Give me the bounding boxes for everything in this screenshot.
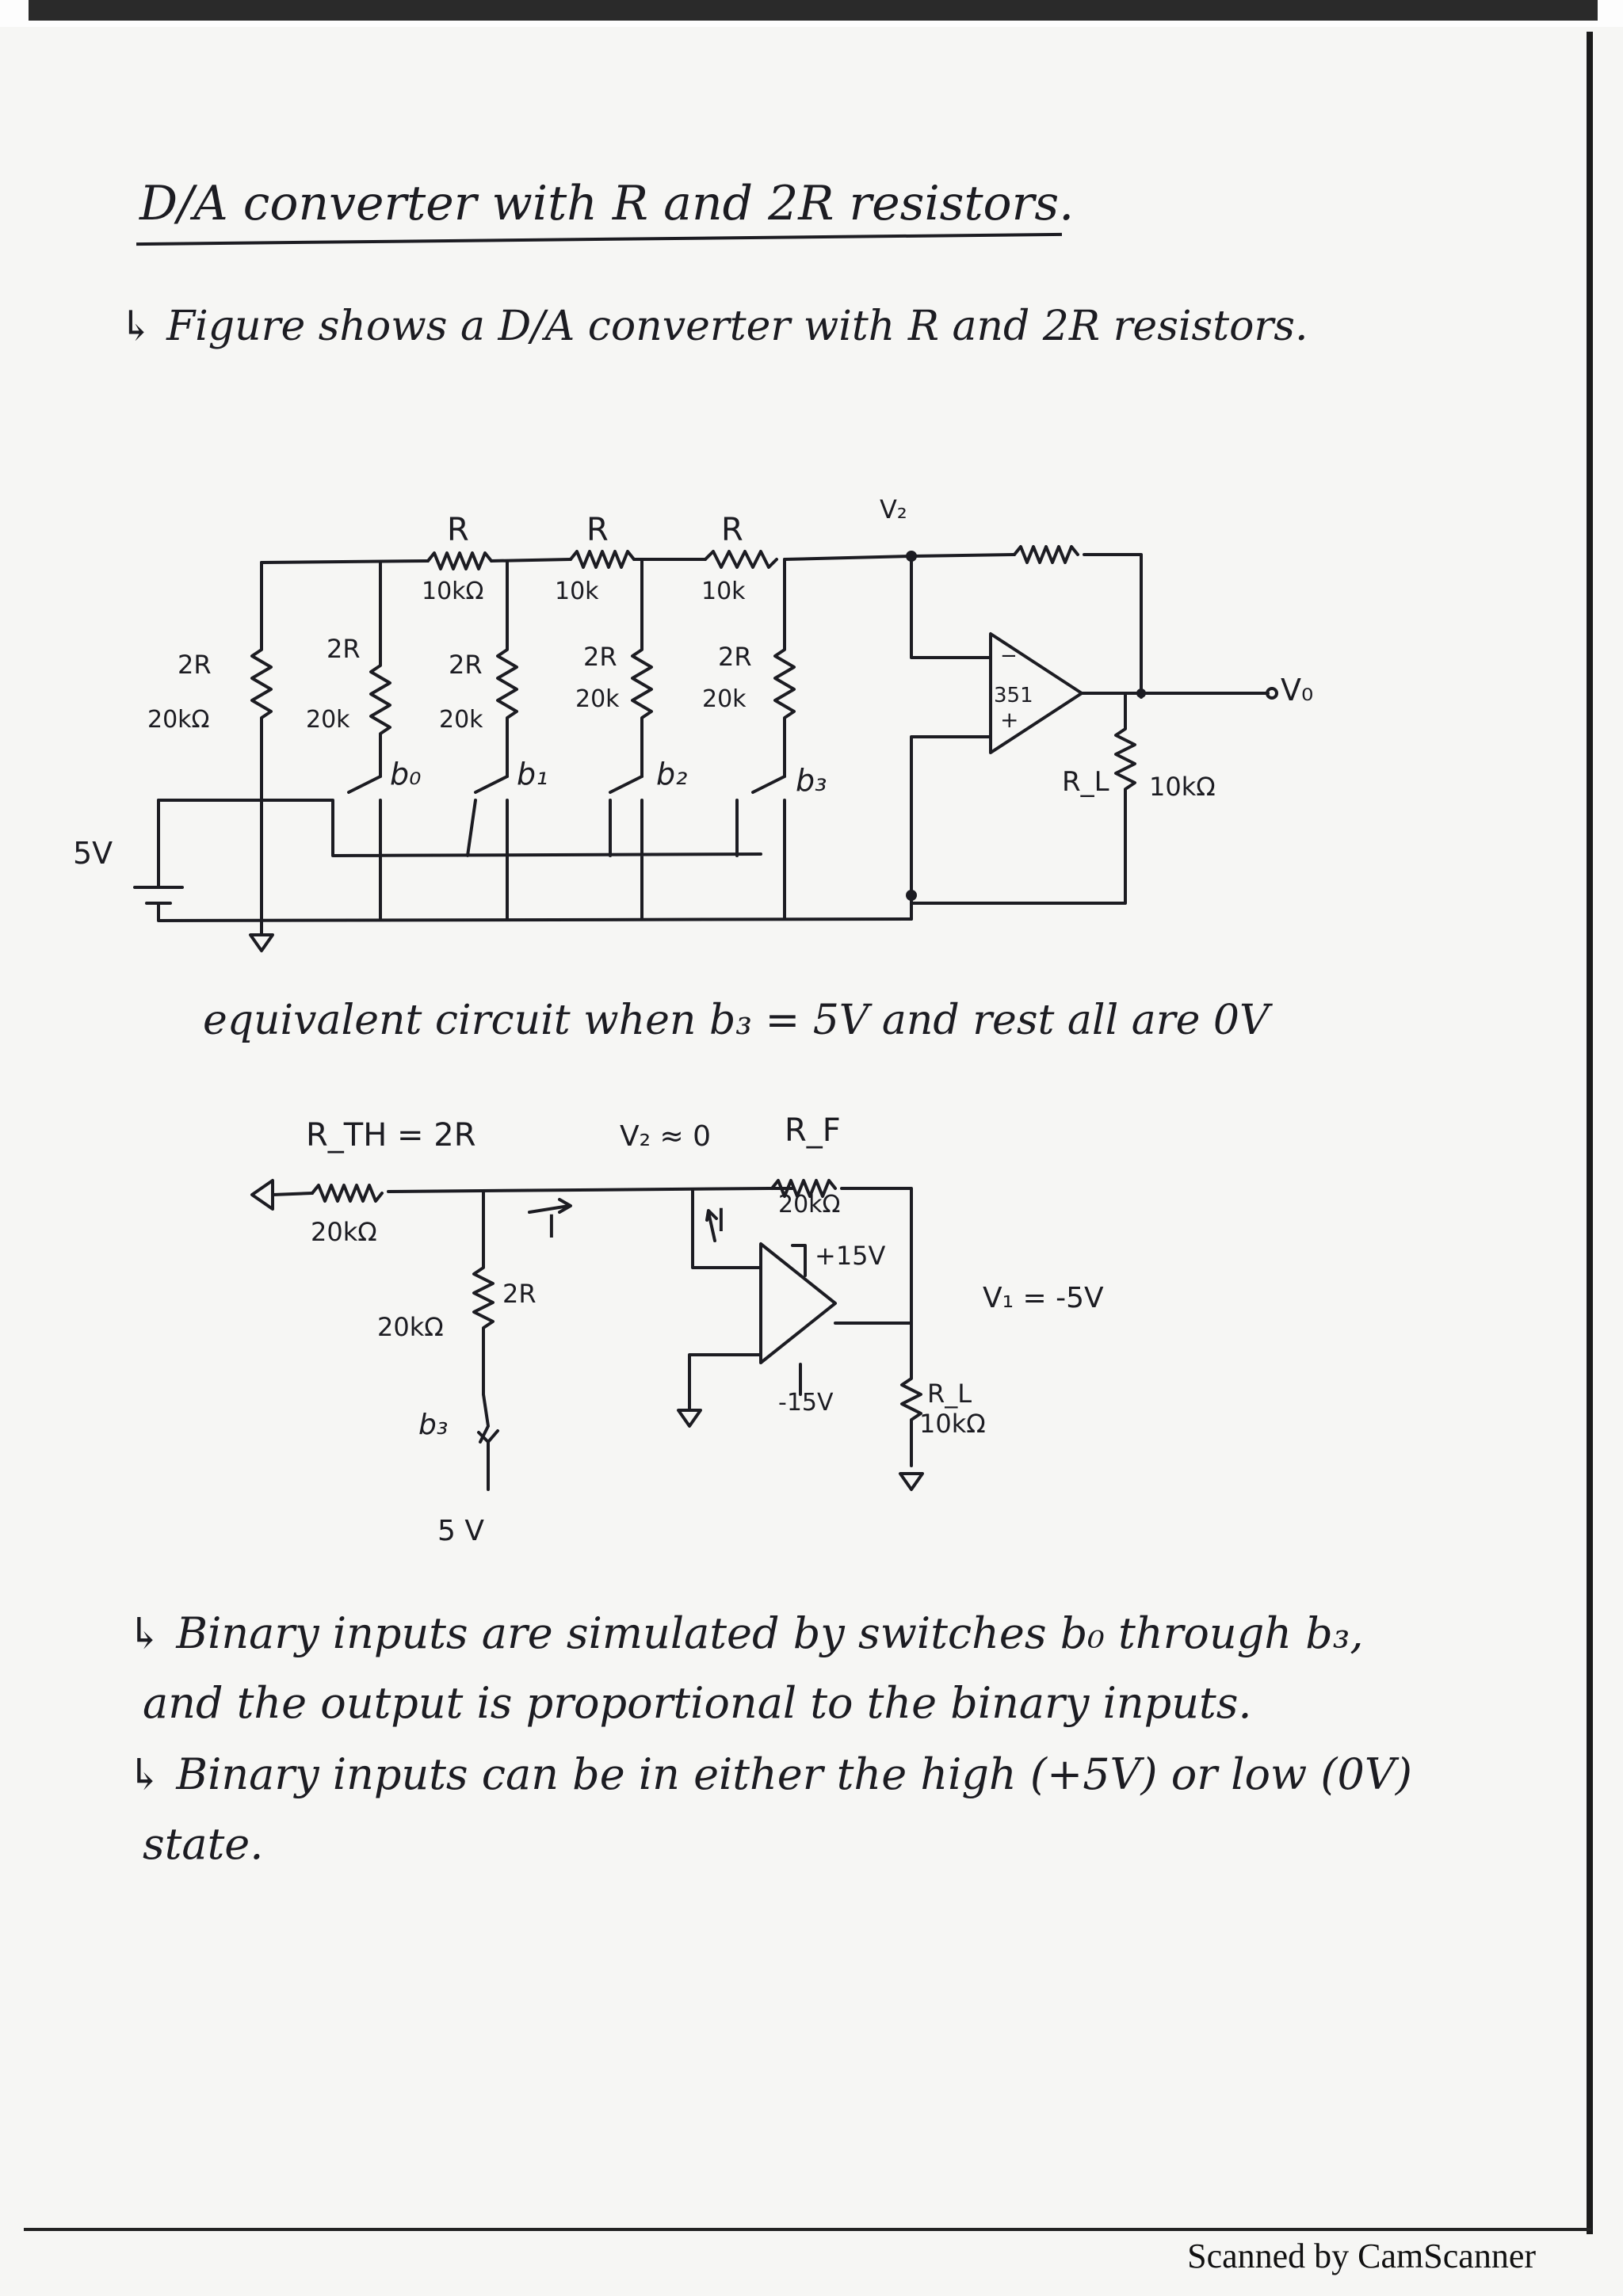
shunt-label-4: 2R bbox=[718, 642, 752, 672]
scanner-watermark: Scanned by CamScanner bbox=[1187, 2237, 1536, 2275]
series-resistor-3 bbox=[704, 550, 778, 569]
rth-label: R_TH = 2R bbox=[306, 1117, 476, 1154]
intro-line: ↳ Figure shows a D/A converter with R an… bbox=[119, 303, 1308, 350]
vpos-label: +15V bbox=[815, 1241, 886, 1271]
v2-label: V₂ bbox=[880, 494, 907, 524]
shunt-label-1: 2R bbox=[327, 634, 361, 664]
series-value-3: 10k bbox=[701, 578, 746, 605]
current-label-2: I bbox=[716, 1203, 726, 1239]
shunt-value-4: 20k bbox=[702, 685, 747, 713]
series-label-2: R bbox=[586, 512, 609, 548]
switch-blades bbox=[347, 775, 786, 794]
top-rail-wire bbox=[260, 555, 913, 564]
opamp-2-icon bbox=[759, 1242, 837, 1364]
shunt-eq-value: 20kΩ bbox=[377, 1312, 444, 1342]
vo-label: V₀ bbox=[1281, 673, 1313, 707]
shunt-label-3: 2R bbox=[583, 642, 617, 672]
note-line-3: ↳ Binary inputs can be in either the hig… bbox=[127, 1749, 1412, 1799]
ground-icon bbox=[249, 933, 274, 952]
supply-eq-label: 5 V bbox=[437, 1515, 484, 1547]
rf-value: 20kΩ bbox=[778, 1191, 840, 1219]
ground-icon-3 bbox=[677, 1409, 702, 1428]
shunt-eq-label: 2R bbox=[502, 1279, 537, 1309]
ground-icon-2 bbox=[250, 1179, 274, 1211]
series-value-1: 10kΩ bbox=[422, 578, 483, 605]
vneg-label: -15V bbox=[778, 1389, 834, 1417]
series-resistor-1 bbox=[426, 551, 493, 570]
switch-label-b2: b₂ bbox=[656, 757, 687, 791]
opamp-1-icon bbox=[989, 632, 1083, 754]
series-label-3: R bbox=[721, 512, 743, 548]
opamp-1-label: 351 bbox=[994, 684, 1033, 707]
rth-resistor bbox=[311, 1184, 384, 1203]
shunt-resistor-4 bbox=[773, 558, 796, 778]
shunt-resistor-eq bbox=[472, 1190, 495, 1396]
shunt-resistor-0 bbox=[250, 561, 273, 936]
rth-value: 20kΩ bbox=[311, 1217, 377, 1247]
switch-eq-label: b₃ bbox=[418, 1409, 448, 1441]
ground-icon-4 bbox=[899, 1472, 924, 1491]
series-resistor-2 bbox=[569, 550, 636, 569]
shunt-resistor-1 bbox=[369, 561, 391, 778]
switch-label-b3: b₃ bbox=[796, 763, 827, 798]
rf-resistor bbox=[770, 1179, 837, 1198]
switch-label-b1: b₁ bbox=[517, 757, 548, 791]
opamp-1-minus: − bbox=[1000, 644, 1018, 668]
battery-icon bbox=[133, 886, 184, 905]
current-arrow-1 bbox=[528, 1198, 572, 1214]
shunt-value-1: 20k bbox=[306, 706, 350, 734]
note-line-1: ↳ Binary inputs are simulated by switche… bbox=[127, 1608, 1364, 1658]
rf-label: R_F bbox=[785, 1112, 841, 1149]
note-line-2: and the output is proportional to the bi… bbox=[143, 1678, 1252, 1728]
output-terminal-icon bbox=[1266, 687, 1278, 700]
equivalent-heading: equivalent circuit when b₃ = 5V and rest… bbox=[203, 997, 1270, 1044]
shunt-value-0: 20kΩ bbox=[147, 706, 209, 734]
current-label-1: I bbox=[547, 1209, 556, 1245]
shunt-label-0: 2R bbox=[178, 650, 212, 680]
rl-value: 10kΩ bbox=[1149, 772, 1216, 802]
current-arrow-2 bbox=[705, 1209, 718, 1242]
shunt-value-3: 20k bbox=[575, 685, 620, 713]
shunt-value-2: 20k bbox=[439, 706, 483, 734]
shunt-resistor-3 bbox=[631, 558, 653, 778]
feedback-resistor bbox=[1013, 545, 1079, 564]
ground-rail bbox=[157, 902, 913, 922]
v2-eq-label: V₂ ≈ 0 bbox=[620, 1120, 711, 1153]
rl-resistor-2 bbox=[900, 1322, 922, 1467]
rl-eq-label: R_L bbox=[927, 1379, 972, 1409]
page-edge bbox=[1587, 32, 1593, 2234]
rl-eq-value: 10kΩ bbox=[919, 1409, 986, 1439]
opamp-1-plus: + bbox=[1000, 707, 1018, 733]
series-value-2: 10k bbox=[555, 578, 599, 605]
shunt-label-2: 2R bbox=[449, 650, 483, 680]
scan-top-edge bbox=[0, 0, 1623, 27]
vout-label: V₁ = -5V bbox=[983, 1282, 1104, 1314]
shunt-resistor-2 bbox=[496, 559, 518, 778]
page-title: D/A converter with R and 2R resistors. bbox=[139, 176, 1075, 231]
rl-label: R_L bbox=[1062, 766, 1109, 798]
page-bottom-edge bbox=[24, 2228, 1591, 2231]
supply-label: 5V bbox=[73, 836, 113, 871]
switch-label-b0: b₀ bbox=[390, 757, 421, 791]
series-label-1: R bbox=[447, 512, 469, 548]
note-line-4: state. bbox=[143, 1819, 264, 1869]
